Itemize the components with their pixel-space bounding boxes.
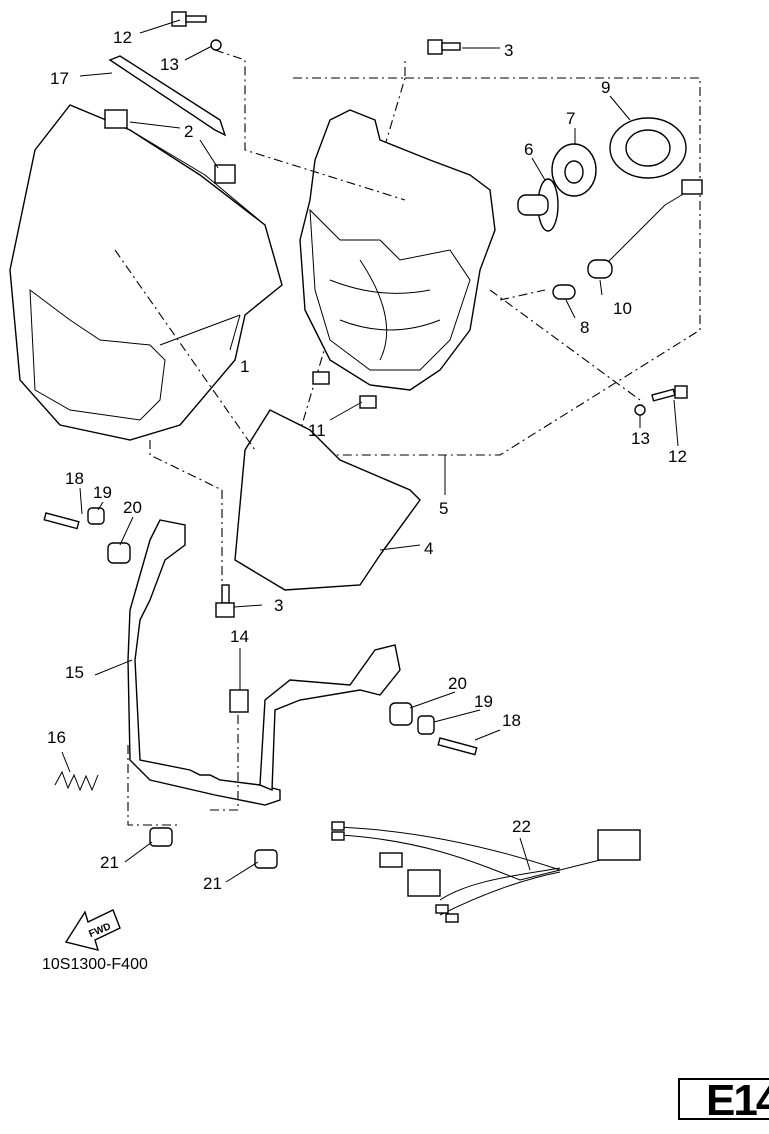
callout-2: 2	[184, 122, 193, 141]
callout-6: 6	[524, 140, 533, 159]
callout-1: 1	[240, 357, 249, 376]
assembly-boundary-5	[292, 58, 701, 456]
lens-cover	[234, 409, 421, 591]
callout-17: 17	[50, 69, 69, 88]
callout-11: 11	[308, 421, 326, 440]
callout-13-top: 13	[160, 55, 179, 74]
bolt-3-top	[427, 39, 461, 55]
callout-16: 16	[47, 728, 66, 747]
callout-19-right: 19	[474, 692, 493, 711]
callout-3-lower: 3	[274, 596, 283, 615]
bolt-3-lower	[215, 584, 235, 618]
callout-7: 7	[566, 109, 575, 128]
nut-14	[229, 689, 249, 713]
callout-18-right: 18	[502, 711, 521, 730]
grommet-21b	[254, 849, 278, 869]
wire-harness	[331, 821, 641, 923]
position-light-bulb	[552, 284, 576, 300]
washer-13-right	[634, 404, 646, 416]
collar-19-right	[417, 715, 435, 735]
bolt-18-left	[43, 512, 80, 530]
nut-2a	[104, 109, 128, 129]
washer-13-top	[210, 39, 222, 51]
callout-14: 14	[230, 627, 249, 646]
damper-20-right	[389, 702, 413, 726]
headlight-stay	[127, 519, 281, 806]
callout-4: 4	[424, 539, 433, 558]
bulb-seal	[551, 143, 597, 197]
callout-12-right: 12	[668, 447, 687, 466]
nut-11b	[359, 395, 377, 409]
socket-connector	[681, 179, 703, 195]
position-light-socket	[587, 259, 613, 279]
callout-19-left: 19	[93, 483, 112, 502]
callout-9: 9	[601, 78, 610, 97]
callout-20-right: 20	[448, 674, 467, 693]
grommet-21a	[149, 827, 173, 847]
nut-2b	[214, 164, 236, 184]
damper-strip	[108, 55, 227, 137]
bolt-12-right	[651, 385, 688, 402]
headlight-bulb	[517, 178, 559, 232]
collar-19-left	[87, 507, 105, 525]
callout-21b: 21	[203, 874, 222, 893]
callout-3-top: 3	[504, 41, 513, 60]
callout-5: 5	[439, 499, 448, 518]
callout-8: 8	[580, 318, 589, 337]
page-reference-box: E14	[678, 1076, 769, 1125]
headlight-cowl	[9, 104, 283, 441]
nut-11a	[312, 371, 330, 385]
callout-15: 15	[65, 663, 84, 682]
callout-10: 10	[613, 299, 632, 318]
callout-20-left: 20	[123, 498, 142, 517]
callout-22: 22	[512, 817, 531, 836]
callout-21a: 21	[100, 853, 119, 872]
bolt-18-right	[437, 737, 478, 756]
bolt-12-top	[171, 11, 207, 27]
callout-12-top: 12	[113, 28, 132, 47]
page-reference: E14	[706, 1076, 769, 1125]
damper-20-left	[107, 542, 131, 564]
headlight-unit	[299, 109, 496, 391]
figure-code: 10S1300-F400	[42, 956, 148, 973]
spring-16	[54, 770, 99, 792]
bulb-cover	[609, 117, 687, 179]
callout-13-right: 13	[631, 429, 650, 448]
fwd-arrow-icon: FWD	[64, 909, 121, 951]
callout-18-left: 18	[65, 469, 84, 488]
